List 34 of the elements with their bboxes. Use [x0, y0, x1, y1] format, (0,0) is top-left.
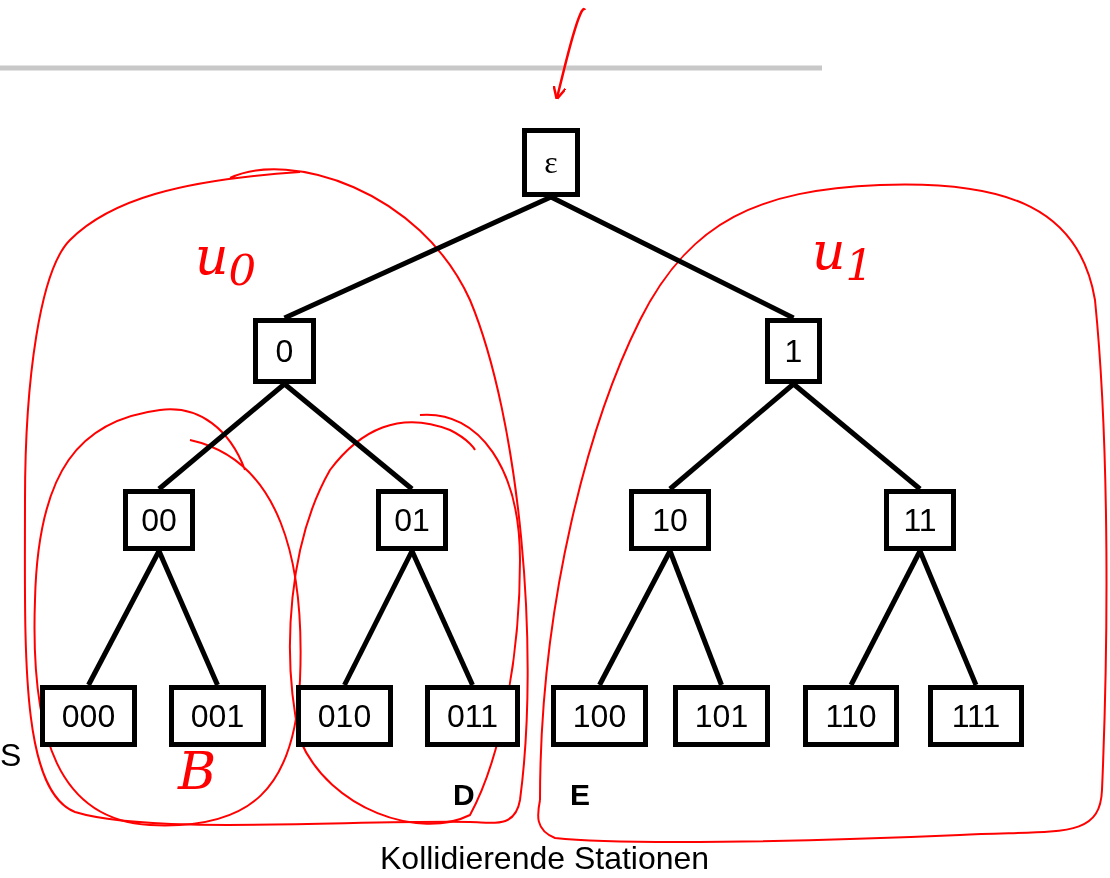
- tree-node-box: 11: [884, 489, 956, 551]
- tree-edge: [848, 549, 923, 687]
- tree-node-box: 10: [629, 489, 711, 551]
- label-text: S: [0, 737, 22, 774]
- label-text: Kollidierende Stationen: [380, 840, 710, 877]
- tree-node-box: 1: [765, 318, 822, 384]
- tree-node-box: 111: [928, 685, 1024, 747]
- tree-node-box: 01: [376, 489, 448, 551]
- tree-node-box: 00: [123, 489, 195, 551]
- tree-edge: [86, 549, 162, 687]
- tree-edge: [156, 550, 220, 686]
- handwritten-arrow: [552, 8, 586, 101]
- tree-node-box: 001: [169, 685, 266, 747]
- tree-node-box: 011: [425, 685, 520, 747]
- tree-node-box: 010: [296, 685, 393, 747]
- handwritten-note: B: [178, 745, 217, 797]
- tree-edge: [157, 382, 287, 491]
- tree-edge: [409, 549, 475, 687]
- tree-edge: [791, 382, 922, 491]
- tree-edge: [668, 382, 796, 491]
- tree-node-box: 000: [40, 685, 137, 747]
- station-label: D: [453, 778, 475, 812]
- handwritten-note: u$_{0}$: [195, 230, 257, 293]
- handwritten-note: u$_{1}$: [812, 225, 874, 288]
- tree-node-box: ε: [522, 128, 580, 197]
- tree-edge: [342, 549, 415, 687]
- tree-node-box: 101: [673, 685, 770, 747]
- tree-edge: [917, 550, 979, 686]
- tree-node-box: 0: [253, 318, 316, 384]
- station-label: E: [570, 778, 590, 812]
- tree-edge: [282, 382, 414, 491]
- tree-node-box: 100: [551, 685, 648, 747]
- tree-node-box: 110: [803, 685, 899, 747]
- tree-edge: [667, 550, 724, 686]
